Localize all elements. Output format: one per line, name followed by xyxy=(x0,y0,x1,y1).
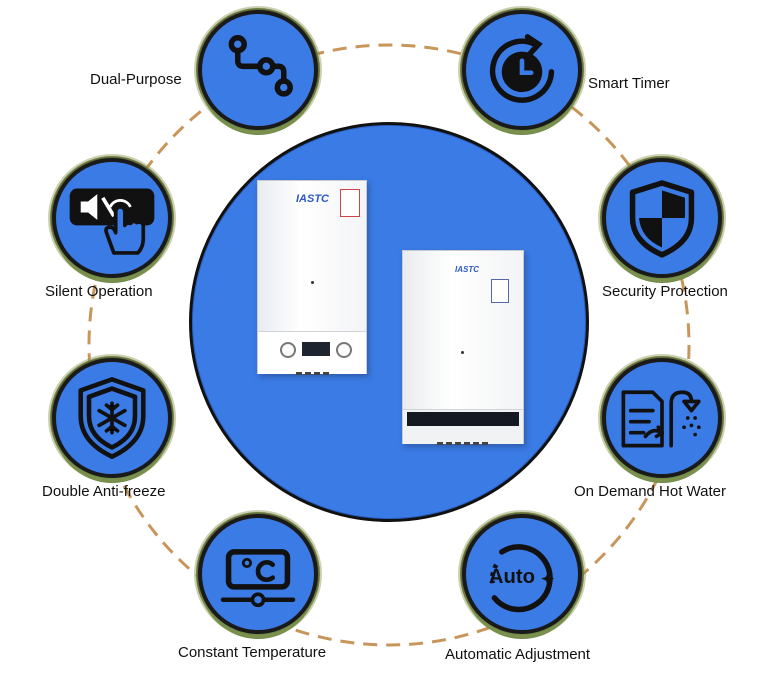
feature-automatic-adjustment: Auto xyxy=(458,510,586,638)
boiler-right-sticker xyxy=(491,279,509,303)
boiler-left-indicator xyxy=(311,281,314,284)
workflow-nodes-icon xyxy=(228,35,293,97)
label-security-protection: Security Protection xyxy=(602,283,728,300)
label-double-anti-freeze: Double Anti-freeze xyxy=(42,483,166,500)
label-silent-operation: Silent Operation xyxy=(45,283,153,300)
boiler-unit-right: IASTC xyxy=(402,250,524,445)
label-dual-purpose: Dual-Purpose xyxy=(90,71,182,88)
snowflake-shield-icon xyxy=(78,377,146,459)
feature-double-anti-freeze xyxy=(48,354,176,482)
feature-dual-purpose xyxy=(194,6,322,134)
feature-on-demand-hot-water xyxy=(598,354,726,482)
boiler-left-display xyxy=(302,342,330,356)
product-circle: IASTC IASTC xyxy=(189,122,589,522)
clock-timer-icon xyxy=(489,34,555,103)
label-constant-temperature: Constant Temperature xyxy=(178,644,327,661)
boiler-left-knob-1 xyxy=(280,342,296,358)
boiler-unit-left: IASTC xyxy=(257,180,367,375)
boiler-left-brand: IASTC xyxy=(296,193,329,205)
auto-dial-icon: Auto xyxy=(489,544,555,613)
boiler-right-brand: IASTC xyxy=(455,265,479,274)
shower-document-icon xyxy=(621,390,701,448)
celsius-display-icon xyxy=(220,549,296,608)
feature-smart-timer xyxy=(458,6,586,134)
label-automatic-adjustment: Automatic Adjustment xyxy=(445,646,591,663)
boiler-left-sticker xyxy=(340,189,360,217)
boiler-left-control-panel xyxy=(258,331,366,375)
boiler-left-button-row xyxy=(296,362,332,375)
feature-security-protection xyxy=(598,154,726,282)
boiler-right-display-strip xyxy=(407,412,519,426)
boiler-right-button-row xyxy=(437,432,491,445)
label-smart-timer: Smart Timer xyxy=(588,75,670,92)
shield-icon xyxy=(629,180,695,258)
auto-text: Auto xyxy=(489,566,535,588)
mute-touch-icon xyxy=(69,188,155,255)
feature-constant-temperature xyxy=(194,510,322,638)
label-on-demand-hot-water: On Demand Hot Water xyxy=(574,483,726,500)
boiler-left-knob-2 xyxy=(336,342,352,358)
feature-silent-operation xyxy=(48,154,176,282)
boiler-right-indicator xyxy=(461,351,464,354)
boiler-right-control-panel xyxy=(403,409,523,445)
